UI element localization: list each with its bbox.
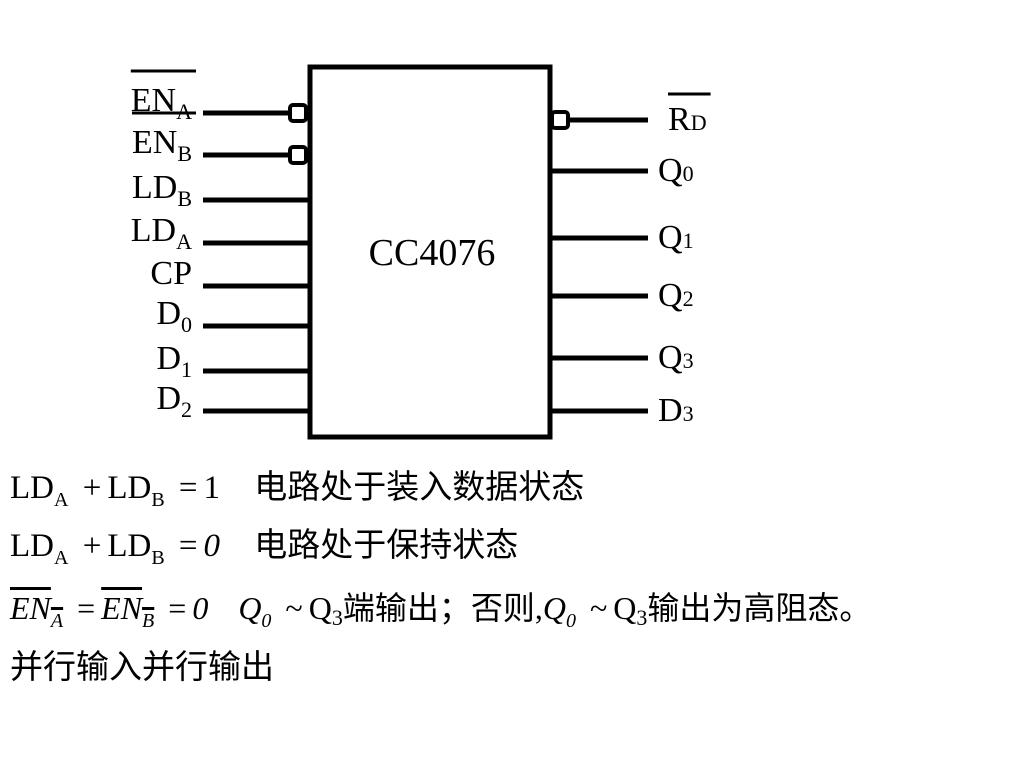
- pin-en_a-inversion-bubble: [288, 103, 308, 123]
- chip-body: [307, 64, 553, 440]
- pin-d3-label: D3: [658, 392, 694, 429]
- pin-q1-label: Q1: [658, 219, 694, 256]
- pin-rd-label: RD: [668, 101, 707, 138]
- equation-load: LDA +LDB =1 电路处于装入数据状态: [10, 470, 585, 511]
- pin-d0-label: D0: [156, 295, 192, 337]
- pin-cp: CP: [150, 255, 308, 292]
- pin-ld_a: LDA: [131, 212, 308, 254]
- pin-en_a: ENA: [130, 69, 308, 124]
- equation-hold: LDA +LDB =0 电路处于保持状态: [10, 528, 519, 569]
- pin-d3: D3: [552, 392, 694, 429]
- pin-en_b-label: ENB: [132, 124, 192, 166]
- left-pins: ENAENBLDBLDACPD0D1D2: [130, 69, 308, 422]
- pin-ld_b-label: LDB: [132, 169, 192, 211]
- pin-q1: Q1: [552, 219, 694, 256]
- parallel-io-note: 并行输入并行输出: [10, 650, 274, 686]
- load-description: 电路处于装入数据状态: [254, 470, 585, 506]
- chip-label: CC4076: [369, 232, 496, 274]
- pin-d1: D1: [156, 340, 308, 382]
- pin-rd-inversion-bubble: [550, 110, 570, 130]
- hold-description: 电路处于保持状态: [254, 528, 519, 564]
- pin-d0: D0: [156, 295, 308, 337]
- pin-d2: D2: [156, 380, 308, 422]
- pin-q2: Q2: [552, 277, 694, 314]
- pin-en_a-label: ENA: [131, 82, 192, 124]
- pin-q0: Q0: [552, 152, 694, 189]
- pin-ld_a-label: LDA: [131, 212, 192, 254]
- pin-rd: RD: [550, 92, 711, 138]
- pin-q0-label: Q0: [658, 152, 694, 189]
- pin-cp-label: CP: [150, 255, 192, 292]
- pin-ld_b: LDB: [132, 169, 308, 211]
- pin-en_b-inversion-bubble: [288, 145, 308, 165]
- equation-output-enable: ENA =ENB =0 Q0 ~Q3端输出；否则,Q0 ~Q3输出为高阻态。: [10, 590, 872, 632]
- pin-q2-label: Q2: [658, 277, 694, 314]
- pin-d2-label: D2: [156, 380, 192, 422]
- pin-en_b: ENB: [131, 111, 308, 166]
- pin-q3-label: Q3: [658, 339, 694, 376]
- pin-q3: Q3: [552, 339, 694, 376]
- pin-d1-label: D1: [156, 340, 192, 382]
